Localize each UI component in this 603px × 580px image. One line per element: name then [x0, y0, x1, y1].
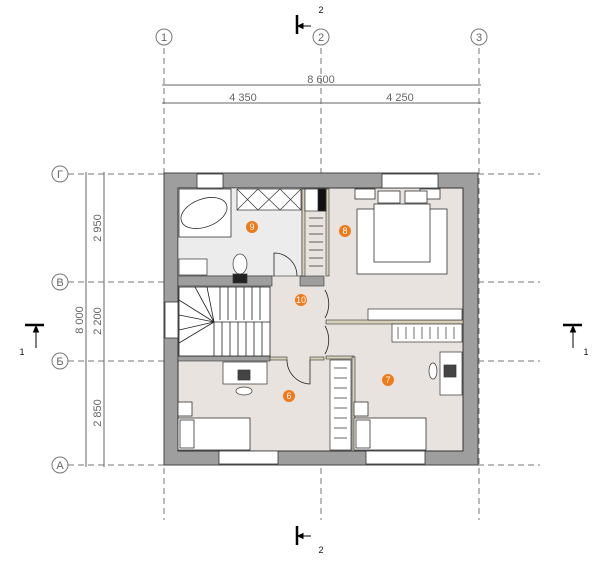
- bed-room-6: [177, 401, 251, 451]
- axis-label-g: Г: [57, 169, 63, 181]
- door-bathroom: [273, 252, 298, 277]
- axis-bubble-v: [51, 273, 69, 291]
- axis-bubble-2: [312, 28, 330, 46]
- axis-label-v: В: [56, 277, 63, 289]
- room-number-7: 7: [385, 375, 390, 385]
- section-marker-1-right: [563, 323, 582, 348]
- desk-room-7: [428, 351, 463, 396]
- wardrobe-room-7: [367, 308, 463, 343]
- room-marker-10: [295, 294, 307, 306]
- axis-bubble-g: [51, 165, 69, 183]
- section-marker-1-left: [25, 323, 44, 348]
- column-bubbles: [51, 28, 488, 474]
- section-label-2-top: 2: [318, 5, 323, 15]
- room-markers: 9 8 10 6 7: [246, 221, 394, 402]
- room-marker-8: [339, 225, 351, 237]
- dim-width-1-2: 4 350: [229, 92, 257, 104]
- wardrobe-closet-bottom: [329, 359, 352, 451]
- section-marker-2-top: [295, 15, 311, 34]
- room-number-6: 6: [286, 391, 291, 401]
- window: [365, 450, 426, 465]
- window: [218, 450, 279, 465]
- staircase: [178, 286, 271, 357]
- bed-room-7: [353, 401, 427, 451]
- axis-label-2: 2: [318, 32, 324, 44]
- room-marker-9: [246, 221, 258, 233]
- doors: [273, 252, 330, 385]
- bathroom-cabinets: [236, 188, 302, 211]
- section-label-2-bottom: 2: [318, 545, 323, 555]
- bathtub: [178, 188, 232, 238]
- axis-bubble-a: [51, 456, 69, 474]
- double-bed: [354, 188, 448, 275]
- section-label-1-right: 1: [583, 347, 588, 357]
- door-bedroom-8: [324, 289, 330, 319]
- room-number-10: 10: [296, 295, 306, 305]
- axis-label-a: А: [56, 460, 64, 472]
- room-marker-6: [283, 390, 295, 402]
- section-marker-2-bottom: [295, 526, 311, 545]
- dim-total-height: 8 000: [74, 306, 86, 334]
- window: [196, 173, 224, 189]
- dim-total-width: 8 600: [307, 74, 335, 86]
- axis-label-b: Б: [56, 356, 63, 368]
- axis-bubble-b: [51, 352, 69, 370]
- building: [163, 172, 479, 466]
- wardrobe-closet-top: [304, 188, 327, 267]
- axis-label-1: 1: [161, 32, 167, 44]
- desk-room-6: [222, 361, 268, 396]
- window: [381, 173, 439, 189]
- axis-bubble-3: [470, 28, 488, 46]
- dim-height-v-b: 2 200: [92, 307, 104, 335]
- room-number-9: 9: [249, 222, 254, 232]
- axis-label-3: 3: [476, 32, 482, 44]
- dim-height-g-v: 2 950: [92, 214, 104, 242]
- vertical-dimension-lines: [85, 172, 105, 467]
- axis-bubble-1: [155, 28, 173, 46]
- toilet: [232, 253, 248, 284]
- room-number-8: 8: [342, 226, 347, 236]
- room-marker-7: [382, 374, 394, 386]
- dim-width-2-3: 4 250: [386, 92, 414, 104]
- door-room-7: [324, 325, 330, 355]
- sink: [178, 258, 208, 276]
- window: [164, 301, 179, 339]
- section-label-1-left: 1: [19, 347, 24, 357]
- horizontal-dimension-lines: [162, 84, 481, 104]
- windows: [164, 173, 439, 465]
- dim-height-b-a: 2 850: [92, 399, 104, 427]
- door-room-6: [286, 359, 311, 385]
